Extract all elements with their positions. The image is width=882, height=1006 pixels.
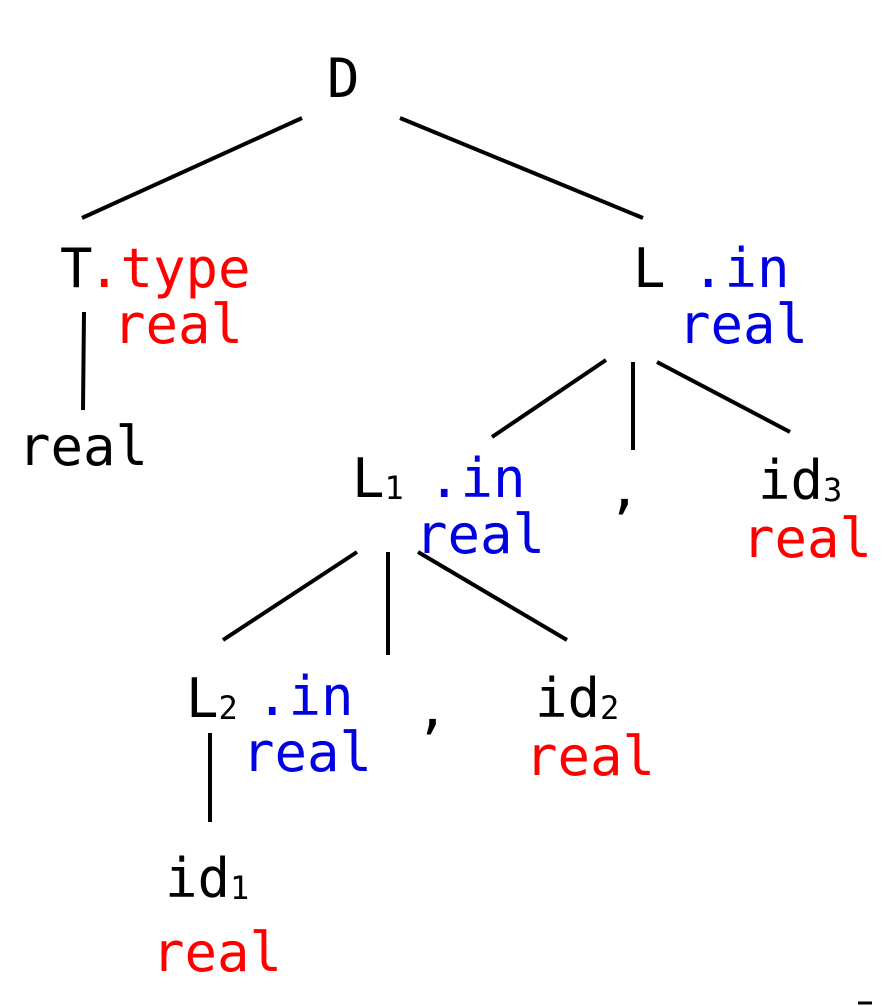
node-L2: L2 (186, 672, 238, 726)
node-id3-label: id (758, 449, 824, 512)
node-T: T (60, 237, 93, 300)
node-id1-sub: 1 (230, 869, 250, 907)
node-id2-value: real (525, 725, 656, 788)
node-id3-value: real (742, 507, 873, 570)
node-L1-label: L (352, 447, 385, 510)
edge-L1-L2 (221, 550, 359, 642)
node-comma-1: , (608, 457, 641, 520)
edge-L-id3 (656, 360, 791, 434)
edge-D-L (399, 116, 644, 220)
node-D: D (327, 47, 360, 110)
node-id2: id2 (535, 672, 619, 726)
node-L2-sub: 2 (218, 689, 238, 727)
node-L1-attr: .in (428, 447, 526, 510)
node-T-attr: .type (88, 237, 251, 300)
node-L-attr: .in (692, 237, 790, 300)
node-L2-attr: .in (256, 665, 354, 728)
edge-L1-id2 (416, 550, 569, 642)
node-L: L (633, 237, 666, 300)
node-id2-sub: 2 (600, 689, 620, 727)
node-L1-value: real (415, 503, 546, 566)
node-L-value: real (678, 293, 809, 356)
node-L2-value: real (242, 721, 373, 784)
node-id3-sub: 3 (823, 471, 843, 509)
node-id2-label: id (535, 667, 601, 730)
node-id1: id1 (165, 852, 249, 906)
node-L1-sub: 1 (384, 469, 404, 507)
node-id1-label: id (165, 847, 231, 910)
node-L1: L1 (352, 452, 404, 506)
node-L2-label: L (186, 667, 219, 730)
edge-D-T (81, 116, 303, 220)
node-T-value: real (113, 293, 244, 356)
node-id1-value: real (152, 921, 283, 984)
node-comma-2: , (416, 677, 449, 740)
edge-T-real (81, 311, 86, 411)
node-real-keyword: real (18, 415, 149, 478)
edge-L-L1 (490, 358, 608, 439)
node-id3: id3 (758, 454, 842, 508)
